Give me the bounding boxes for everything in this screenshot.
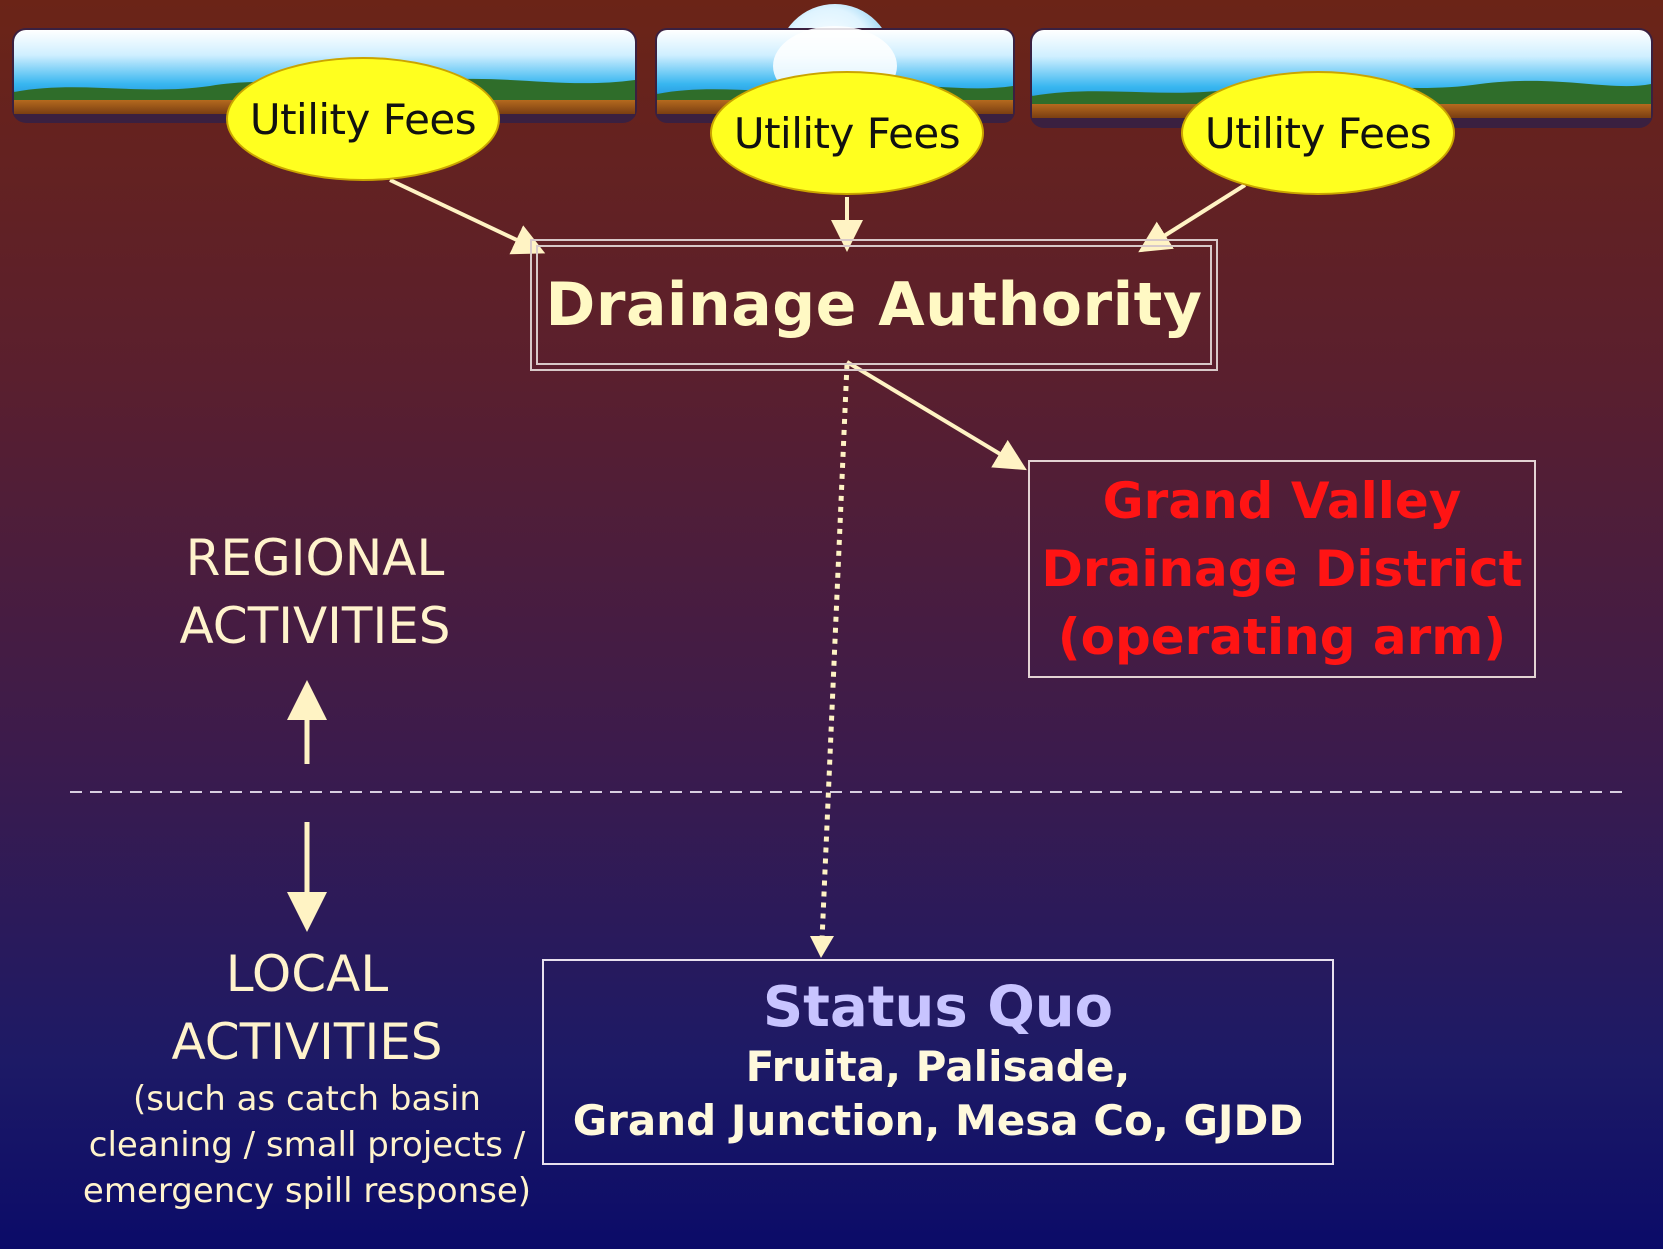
regional-line-1: REGIONAL [185, 529, 445, 587]
local-note-line-1: (such as catch basin [133, 1079, 481, 1119]
arrow-fee-right-to-authority [1138, 183, 1247, 253]
drainage-authority-node: Drainage Authority [530, 239, 1218, 371]
utility-fees-node-left: Utility Fees [226, 57, 500, 181]
utility-fees-node-right: Utility Fees [1181, 71, 1455, 195]
arrow-fee-left-to-authority [389, 178, 546, 255]
gvdd-line-3: (operating arm) [1057, 608, 1507, 666]
local-activities-label: LOCAL ACTIVITIES (such as catch basin cl… [60, 940, 554, 1214]
local-line-1: LOCAL [225, 945, 389, 1003]
utility-fees-label: Utility Fees [733, 108, 961, 158]
utility-fees-label: Utility Fees [1204, 108, 1432, 158]
dotted-arrow-authority-to-status-quo [819, 363, 850, 941]
utility-fees-node-middle: Utility Fees [710, 71, 984, 195]
arrow-authority-to-gvdd [845, 360, 1027, 471]
status-quo-node: Status Quo Fruita, Palisade, Grand Junct… [542, 959, 1334, 1165]
regional-line-2: ACTIVITIES [179, 597, 451, 655]
gvdd-line-1: Grand Valley [1102, 472, 1462, 530]
regional-activities-label: REGIONAL ACTIVITIES [120, 524, 510, 660]
local-note-line-2: cleaning / small projects / [88, 1125, 526, 1165]
dotted-arrow-head [810, 936, 834, 958]
status-quo-title: Status Quo [762, 975, 1114, 1040]
drainage-authority-label: Drainage Authority [545, 270, 1203, 340]
gvdd-node: Grand Valley Drainage District (operatin… [1028, 460, 1536, 678]
local-line-2: ACTIVITIES [171, 1013, 443, 1071]
status-quo-line-1: Fruita, Palisade, [745, 1042, 1131, 1091]
gvdd-line-2: Drainage District [1041, 540, 1523, 598]
utility-fees-label: Utility Fees [249, 94, 477, 144]
status-quo-line-2: Grand Junction, Mesa Co, GJDD [572, 1096, 1304, 1145]
local-note-line-3: emergency spill response) [82, 1171, 532, 1211]
